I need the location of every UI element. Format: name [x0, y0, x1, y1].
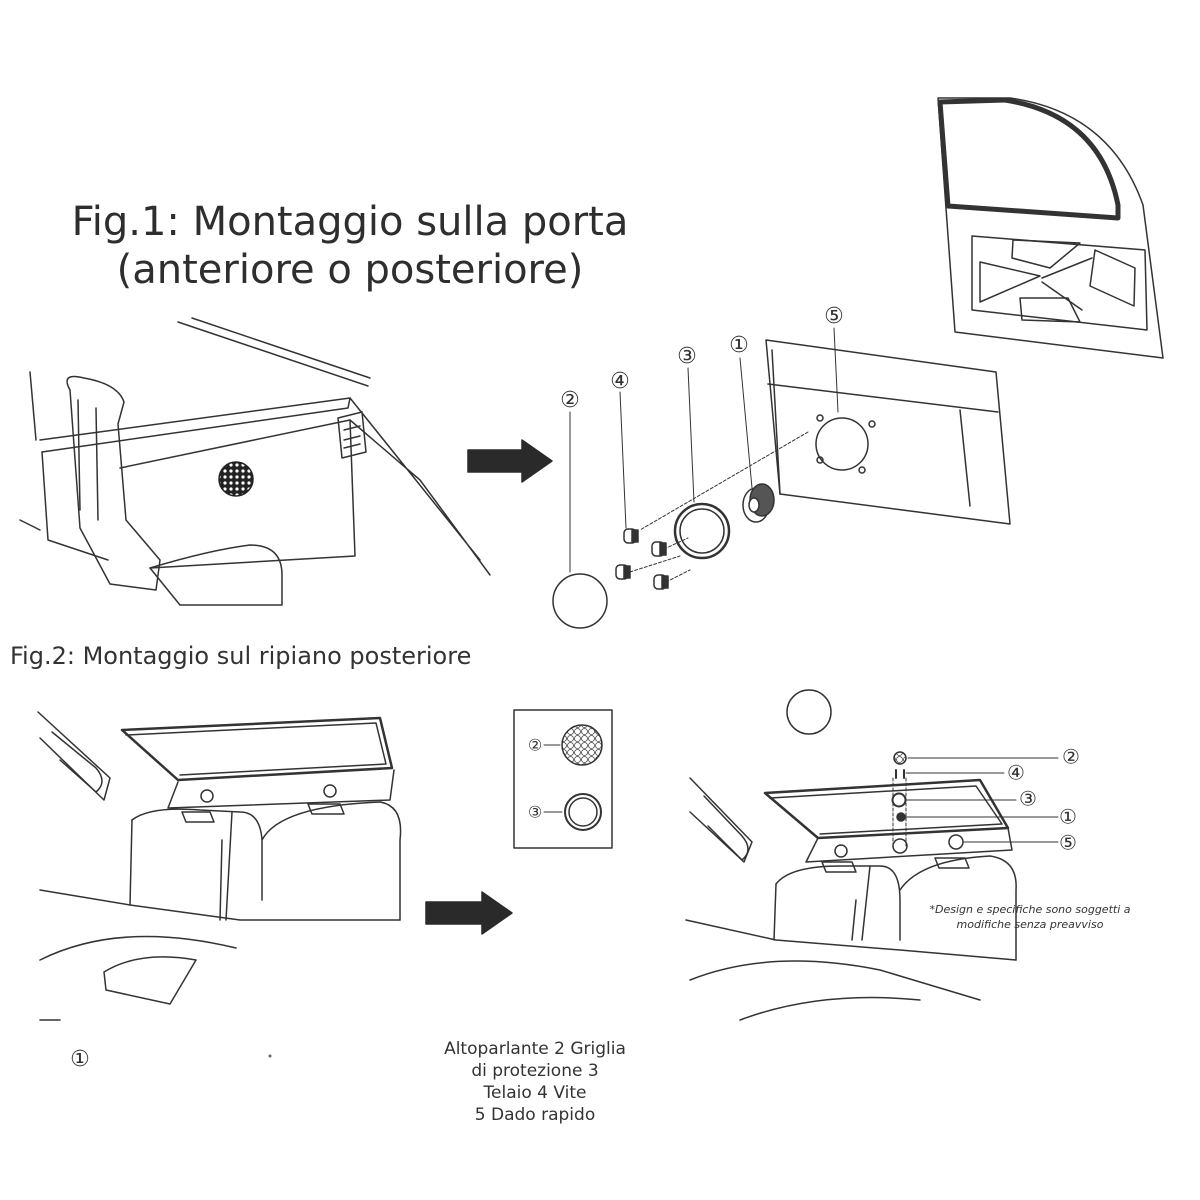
speaker-driver: [742, 483, 775, 523]
fig2-callout-5: ⑤: [1059, 831, 1077, 855]
fig2-title: Fig.2: Montaggio sul ripiano posteriore: [10, 642, 472, 670]
speaker-frame-ring: [673, 502, 731, 560]
fig1-callout-5: ⑤: [824, 304, 844, 329]
disclaimer-line2: modifiche senza preavviso: [956, 918, 1104, 931]
fig1-title-line2: (anteriore o posteriore): [116, 247, 584, 293]
fig2-callout-1: ①: [1059, 805, 1077, 829]
parts-card: [513, 709, 613, 849]
legend-line1: Altoparlante 2 Griglia: [444, 1039, 626, 1059]
door-panel-exploded: [639, 339, 1011, 531]
speaker-grille-circle: [552, 573, 608, 629]
disclaimer-line1: *Design e specifiche sono soggetti a: [929, 903, 1131, 916]
fig1-arrow-icon: [467, 439, 553, 483]
car-rear-shelf-illustration: [37, 711, 402, 1021]
legend-line4: 5 Dado rapido: [474, 1105, 596, 1125]
fig1-callout-3: ③: [677, 344, 697, 369]
fig1-title: Fig.1: Montaggio sulla porta (anteriore …: [60, 198, 640, 294]
mounting-screws: [615, 528, 691, 590]
parts-legend: Altoparlante 2 Griglia di protezione 3 T…: [400, 1038, 670, 1126]
bottom-callout-1: ①: [70, 1047, 90, 1072]
stray-mark: [268, 1054, 272, 1058]
fig1-title-line1: Fig.1: Montaggio sulla porta: [71, 199, 629, 245]
car-door-illustration: [937, 97, 1164, 359]
fig1-callout-4: ④: [610, 369, 630, 394]
legend-line3: Telaio 4 Vite: [483, 1083, 587, 1103]
legend-line2: di protezione 3: [471, 1061, 599, 1081]
car-rear-shelf-exploded: [685, 751, 1059, 1021]
fig2-callout-4: ④: [1007, 761, 1025, 785]
card-callout-2: ②: [528, 736, 542, 755]
shelf-grille-circle: [786, 689, 832, 735]
fig2-arrow-icon: [425, 891, 513, 935]
disclaimer: *Design e specifiche sono soggetti a mod…: [905, 902, 1155, 932]
fig2-callout-3: ③: [1019, 787, 1037, 811]
fig2-callout-2: ②: [1062, 745, 1080, 769]
fig1-callout-2: ②: [560, 388, 580, 413]
car-interior-door-illustration: [19, 317, 491, 606]
card-callout-3: ③: [528, 803, 542, 822]
fig1-callout-1: ①: [729, 333, 749, 358]
